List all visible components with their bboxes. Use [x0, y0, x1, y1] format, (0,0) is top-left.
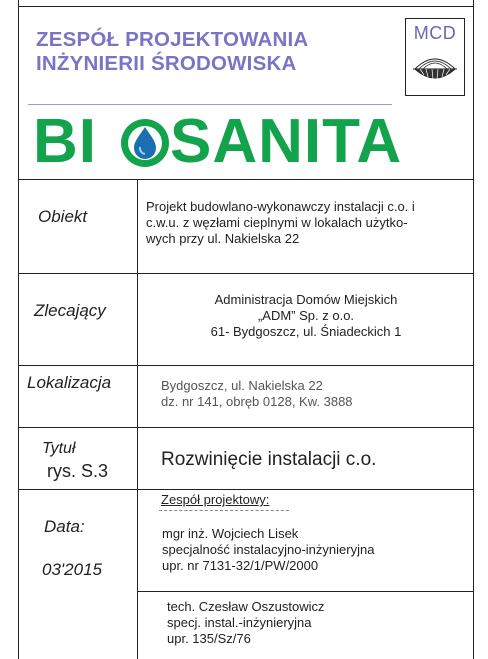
- label-zlecajacy: Zlecający: [34, 301, 106, 320]
- divider-team: [137, 591, 473, 592]
- mcd-logo: MCD: [405, 18, 465, 96]
- team-member-1-license: upr. nr 7131-32/1/PW/2000: [162, 558, 319, 573]
- brand-suffix: SANITA: [170, 107, 403, 176]
- label-obiekt: Obiekt: [38, 207, 88, 226]
- team-member-1: mgr inż. Wojciech Lisek specjalność inst…: [162, 526, 374, 574]
- team-member-2-license: upr. 135/Sz/76: [167, 631, 251, 646]
- firm-underline: [28, 104, 392, 105]
- brand-prefix: BI: [33, 107, 97, 176]
- firm-name-line1: ZESPÓŁ PROJEKTOWANIA: [36, 28, 309, 51]
- divider-tytul: [19, 489, 473, 490]
- title-block: ZESPÓŁ PROJEKTOWANIA INŻYNIERII ŚRODOWIS…: [18, 0, 474, 659]
- value-obiekt-line2: c.w.u. z węzłami cieplnymi w lokalach uż…: [146, 215, 408, 230]
- firm-name: ZESPÓŁ PROJEKTOWANIA INŻYNIERII ŚRODOWIS…: [36, 28, 308, 76]
- value-obiekt: Projekt budowlano-wykonawczy instalacji …: [146, 199, 415, 247]
- value-zlecajacy-line3: 61- Bydgoszcz, ul. Śniadeckich 1: [210, 324, 402, 339]
- top-border: [19, 6, 473, 7]
- value-zlecajacy: Administracja Domów Miejskich „ADM” Sp. …: [147, 292, 465, 340]
- value-data: 03'2015: [42, 560, 102, 579]
- value-tytul: Rozwinięcie instalacji c.o.: [161, 449, 377, 470]
- team-member-1-name: mgr inż. Wojciech Lisek: [162, 526, 299, 541]
- value-lokalizacja-line1: Bydgoszcz, ul. Nakielska 22: [161, 378, 323, 393]
- divider-obiekt: [19, 273, 473, 274]
- value-zlecajacy-line1: Administracja Domów Miejskich: [214, 292, 398, 307]
- water-drop-icon: [121, 119, 169, 167]
- team-member-2-specialty: specj. instal.-inżynieryjna: [167, 615, 312, 630]
- label-tytul: Tytuł: [42, 440, 76, 457]
- drawing-number: rys. S.3: [47, 461, 109, 481]
- label-lokalizacja: Lokalizacja: [27, 373, 112, 392]
- divider-lokalizacja: [19, 427, 473, 428]
- team-member-2: tech. Czesław Oszustowicz specj. instal.…: [167, 599, 325, 647]
- firm-name-line2: INŻYNIERII ŚRODOWISKA: [36, 52, 297, 75]
- team-member-2-name: tech. Czesław Oszustowicz: [167, 599, 325, 614]
- column-divider: [137, 179, 138, 659]
- label-data: Data:: [44, 517, 85, 536]
- team-heading: Zespół projektowy:: [161, 492, 270, 507]
- divider-zlecajacy: [19, 365, 473, 366]
- team-member-1-specialty: specjalność instalacyjno-inżynieryjna: [162, 542, 375, 557]
- value-lokalizacja-line2: dz. nr 141, obręb 0128, Kw. 3888: [161, 394, 353, 409]
- biosanita-logo: BI SANITA: [33, 110, 463, 174]
- dome-icon: [413, 58, 457, 80]
- divider-header: [19, 179, 473, 180]
- value-obiekt-line3: wych przy ul. Nakielska 22: [146, 231, 300, 246]
- value-obiekt-line1: Projekt budowlano-wykonawczy instalacji …: [146, 199, 415, 214]
- team-dash-separator: [159, 510, 289, 511]
- value-zlecajacy-line2: „ADM” Sp. z o.o.: [257, 308, 355, 323]
- value-lokalizacja: Bydgoszcz, ul. Nakielska 22 dz. nr 141, …: [161, 378, 353, 410]
- mcd-logo-text: MCD: [413, 23, 457, 43]
